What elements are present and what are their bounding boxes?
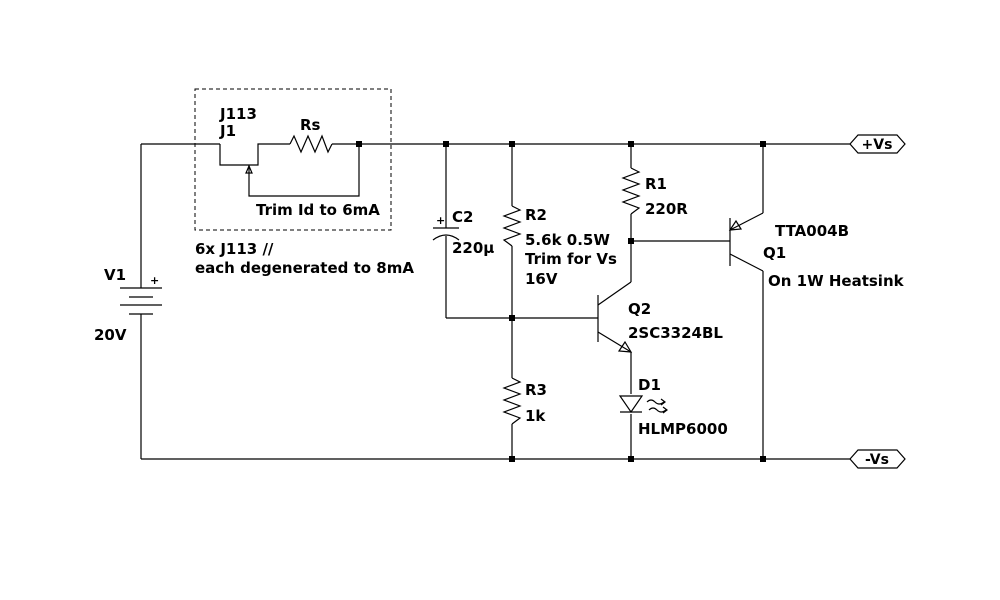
q1-note-label: On 1W Heatsink — [768, 272, 905, 290]
c2-polarity-plus: + — [436, 214, 445, 227]
r2-ref-label: R2 — [525, 206, 547, 224]
jfet-note-line-1: 6x J113 // — [195, 240, 274, 258]
jfet-block-outline — [194, 88, 392, 231]
d1-part-label: HLMP6000 — [638, 420, 728, 438]
rs-resistor-symbol — [289, 134, 333, 154]
j1-gate-arrow — [245, 164, 253, 174]
d1-light-emission-icon — [646, 398, 668, 414]
r2-resistor-symbol — [502, 205, 522, 247]
net-label-neg: -Vs — [865, 452, 889, 468]
r2-value-label: 5.6k 0.5W — [525, 231, 610, 249]
wires — [140, 143, 850, 460]
v1-polarity-plus: + — [150, 274, 159, 287]
q2-ref-label: Q2 — [628, 300, 651, 318]
r1-value-label: 220R — [645, 200, 688, 218]
c2-ref-label: C2 — [452, 208, 473, 226]
r1-resistor-symbol — [621, 167, 641, 215]
rs-ref-label: Rs — [300, 116, 321, 134]
r2-note-line-1: Trim for Vs — [525, 250, 617, 268]
v1-ref-label: V1 — [104, 266, 126, 284]
r1-ref-label: R1 — [645, 175, 667, 193]
v1-battery-symbol — [120, 287, 162, 315]
q2-part-label: 2SC3324BL — [628, 324, 723, 342]
q1-ref-label: Q1 — [763, 244, 786, 262]
q1-part-label: TTA004B — [775, 222, 849, 240]
c2-capacitor-symbol — [432, 227, 460, 241]
junctions — [356, 141, 766, 462]
d1-led-symbol — [618, 395, 644, 414]
r2-note-line-2: 16V — [525, 270, 558, 288]
r3-resistor-symbol — [502, 377, 522, 425]
r3-ref-label: R3 — [525, 381, 547, 399]
trim-id-note: Trim Id to 6mA — [256, 201, 380, 219]
v1-value-label: 20V — [94, 326, 127, 344]
net-label-pos: +Vs — [862, 137, 893, 153]
r3-value-label: 1k — [525, 407, 546, 425]
net-flag-neg: -Vs — [849, 449, 906, 469]
jfet-note-line-2: each degenerated to 8mA — [195, 259, 414, 277]
q1-pnp-transistor-symbol — [728, 212, 764, 272]
c2-value-label: 220µ — [452, 239, 494, 257]
net-flag-pos: +Vs — [849, 134, 906, 154]
j1-ref-label: J1 — [219, 122, 236, 140]
d1-ref-label: D1 — [638, 376, 661, 394]
q2-npn-transistor-symbol — [597, 281, 633, 353]
j1-part-label: J113 — [219, 105, 257, 123]
